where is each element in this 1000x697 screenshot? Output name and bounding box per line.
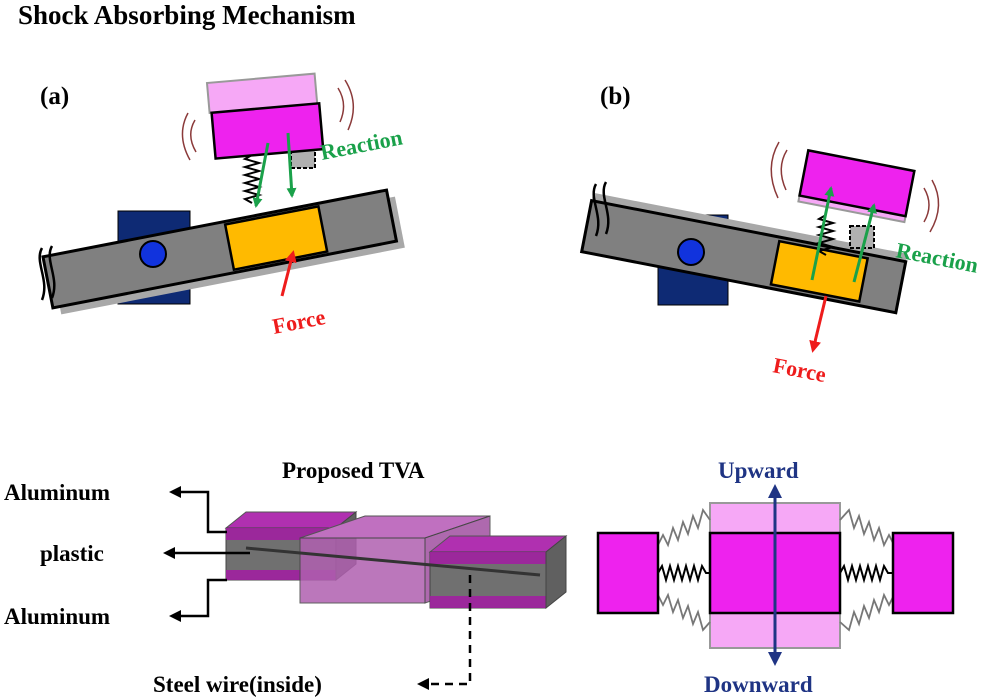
tva-aluminum-bottom-pointer bbox=[169, 578, 227, 622]
tva-aluminum-top-label: Aluminum bbox=[4, 480, 110, 505]
motion-diagonal-spring bbox=[839, 592, 895, 632]
panel-a-mass bbox=[210, 101, 325, 160]
panel-b-vibration-arc bbox=[923, 179, 940, 233]
panel-a-vibration-arc bbox=[337, 79, 354, 131]
panel-b-vibration-arc bbox=[770, 141, 788, 199]
motion-diagonal-spring bbox=[657, 592, 711, 632]
motion-diagonal-spring bbox=[657, 507, 711, 548]
tva-aluminum-bottom-label: Aluminum bbox=[4, 604, 110, 629]
tva-section: Proposed TVA Aluminum pla bbox=[4, 458, 568, 697]
panel-b-reaction-arrow bbox=[810, 186, 835, 281]
downward-label: Downward bbox=[704, 672, 813, 697]
tva-steel-wire bbox=[245, 546, 541, 577]
panel-b: (b) Reaction bbox=[579, 83, 980, 387]
panel-b-reaction-arrow bbox=[852, 203, 877, 283]
panel-a-reaction-label: Reaction bbox=[318, 125, 404, 165]
diagram-title: Shock Absorbing Mechanism bbox=[18, 0, 356, 30]
panel-a-reaction-arrow bbox=[286, 132, 297, 198]
panel-a-reaction-arrow bbox=[252, 142, 270, 208]
panel-a-orange-block bbox=[223, 204, 329, 272]
panel-b-reaction-label: Reaction bbox=[894, 237, 980, 277]
panel-b-break-mark bbox=[592, 181, 610, 237]
panel-a-force-label: Force bbox=[270, 304, 327, 339]
panel-a-pivot-circle bbox=[139, 240, 167, 268]
panel-a: (a) Reaction bbox=[38, 72, 405, 339]
panel-a-force-arrow bbox=[280, 250, 297, 297]
panel-b-label: (b) bbox=[600, 83, 631, 110]
motion-horizontal-spring bbox=[839, 562, 893, 584]
tva-right-stack bbox=[428, 534, 568, 610]
panel-a-vibration-arc bbox=[181, 112, 197, 161]
panel-b-pivot-circle bbox=[677, 238, 705, 266]
motion-left-block bbox=[596, 531, 660, 615]
panel-b-small-block bbox=[849, 225, 875, 249]
tva-steel-wire-pointer bbox=[417, 575, 472, 690]
motion-section: Upward Downward bbox=[596, 458, 955, 697]
panel-a-beam bbox=[41, 188, 399, 310]
motion-right-block bbox=[891, 531, 955, 615]
panel-b-mass bbox=[798, 148, 916, 218]
panel-b-force-arrow bbox=[809, 295, 828, 353]
tva-steel-wire-label: Steel wire(inside) bbox=[153, 672, 322, 697]
tva-aluminum-top-pointer bbox=[169, 486, 227, 534]
motion-horizontal-spring bbox=[657, 562, 710, 584]
panel-a-break-mark bbox=[38, 245, 56, 301]
panel-b-force-label: Force bbox=[771, 352, 828, 387]
tva-title: Proposed TVA bbox=[282, 458, 425, 483]
upward-label: Upward bbox=[718, 458, 799, 483]
panel-a-label: (a) bbox=[40, 83, 69, 110]
tva-plastic-label: plastic bbox=[40, 541, 104, 566]
motion-diagonal-spring bbox=[839, 508, 895, 548]
panel-b-spring bbox=[815, 214, 837, 256]
